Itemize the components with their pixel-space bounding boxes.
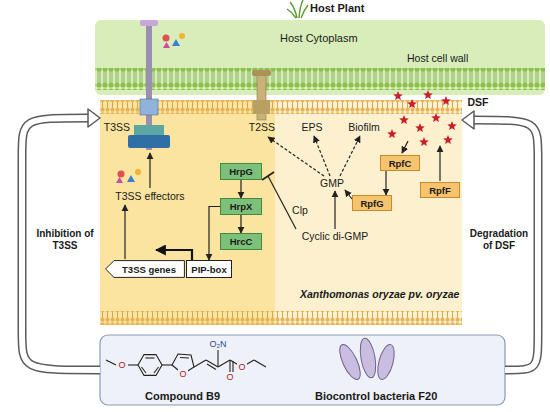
box-label: RpfG (360, 198, 383, 209)
host-membrane (95, 68, 545, 90)
process-box: HrpG (220, 163, 262, 180)
atom-label: O (237, 362, 246, 372)
cell-membrane (100, 100, 462, 114)
atom-label: O (225, 372, 234, 382)
region-label: Host Plant (310, 2, 364, 14)
plant-icon (287, 0, 308, 18)
box-label: RpfF (429, 185, 451, 196)
t3ss-symbol (128, 20, 170, 150)
connector (22, 109, 100, 370)
box-label: PIP-box (191, 264, 226, 275)
cell-membrane (100, 311, 462, 325)
connector (241, 215, 242, 233)
t2ss-symbol (252, 70, 271, 120)
component-label: EPS (301, 121, 322, 133)
component-label: T3SS effectors (115, 190, 184, 202)
box-label: HrpX (230, 201, 253, 212)
region-label: Xanthomonas oryzae pv. oryzae (300, 288, 459, 300)
agent-box (100, 335, 505, 405)
atom-label: O (117, 360, 126, 370)
region-label: Compound B9 (145, 390, 220, 402)
box-label: RpfC (389, 158, 412, 169)
dsf-molecules (387, 90, 457, 146)
atom-label: O₂N (209, 339, 228, 349)
box-label: T3SS genes (122, 264, 176, 275)
process-box: HrpX (220, 198, 262, 215)
connector (386, 171, 387, 195)
process-box: RpfC (380, 155, 420, 171)
component-label: Clp (292, 204, 308, 216)
host-region: Host PlantHost CytoplasmHost cell wall (95, 20, 545, 95)
atom-label: O (178, 369, 187, 379)
process-box: PIP-box (186, 260, 232, 278)
connector (241, 180, 242, 198)
component-label: DSF (468, 96, 489, 108)
box-label: HrcC (230, 236, 253, 247)
process-box: RpfG (352, 195, 392, 211)
region-label: Biocontrol bacteria F20 (315, 390, 437, 402)
cell-left (100, 100, 275, 325)
region-label: Host Cytoplasm (280, 32, 358, 44)
agent-panel: Compound B9 Biocontrol bacteria F20 (100, 335, 505, 405)
bacterial-cell: Xanthomonas oryzae pv. oryzae HrpG HrpX Hrc… (100, 100, 462, 325)
cell-right (100, 100, 462, 325)
component-label: T2SS (249, 121, 275, 133)
connector (209, 207, 220, 261)
bacteria-icon (336, 337, 398, 382)
edge-label: Degradation of DSF (466, 228, 532, 251)
process-box: HrcC (220, 233, 262, 250)
edge-label: Inhibition of T3SS (32, 228, 98, 251)
process-box: RpfF (420, 182, 460, 198)
component-label: T3SS (104, 121, 130, 133)
gene-arrow: T3SS genes (105, 260, 185, 278)
component-label: Cyclic di-GMP (302, 230, 369, 242)
component-label: GMP (320, 177, 344, 189)
component-label: Biofilm (348, 121, 380, 133)
host-band (95, 20, 545, 95)
box-label: HrpG (229, 166, 253, 177)
connector (462, 111, 538, 370)
region-label: Host cell wall (407, 52, 468, 64)
